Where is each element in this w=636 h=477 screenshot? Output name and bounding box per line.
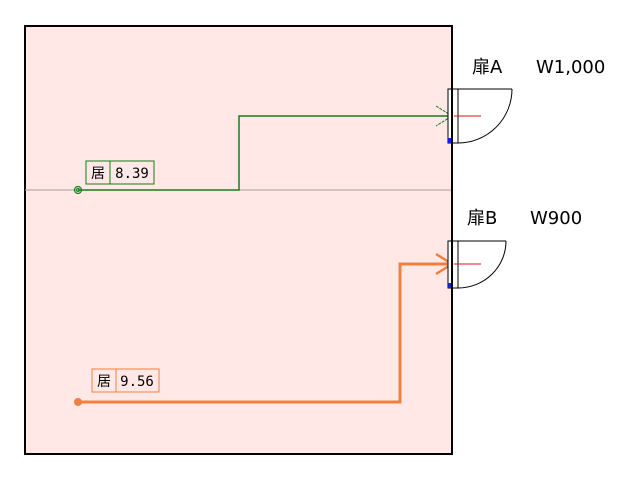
- route-b-path: [78, 262, 452, 404]
- route-a-tag: 居 8.39: [85, 160, 155, 185]
- door-a-hinge: [448, 138, 452, 143]
- door-a-label: 扉A: [472, 57, 503, 78]
- route-a-start-marker: [73, 185, 83, 195]
- door-b-hinge: [448, 283, 452, 288]
- room: [24, 25, 453, 455]
- door-b-width: W900: [530, 208, 582, 229]
- route-a-distance: 8.39: [115, 166, 149, 182]
- door-a-width: W1,000: [536, 57, 605, 78]
- route-a-path: [78, 115, 452, 191]
- route-a-room-label: 居: [91, 166, 105, 182]
- route-b-start-marker: [74, 398, 82, 406]
- route-b-room-label: 居: [97, 374, 111, 390]
- door-b-label: 扉B: [467, 208, 497, 229]
- route-b-tag: 居 9.56: [91, 368, 160, 393]
- route-b-distance: 9.56: [120, 374, 154, 390]
- door-b: [447, 240, 507, 289]
- door-a: [447, 88, 513, 144]
